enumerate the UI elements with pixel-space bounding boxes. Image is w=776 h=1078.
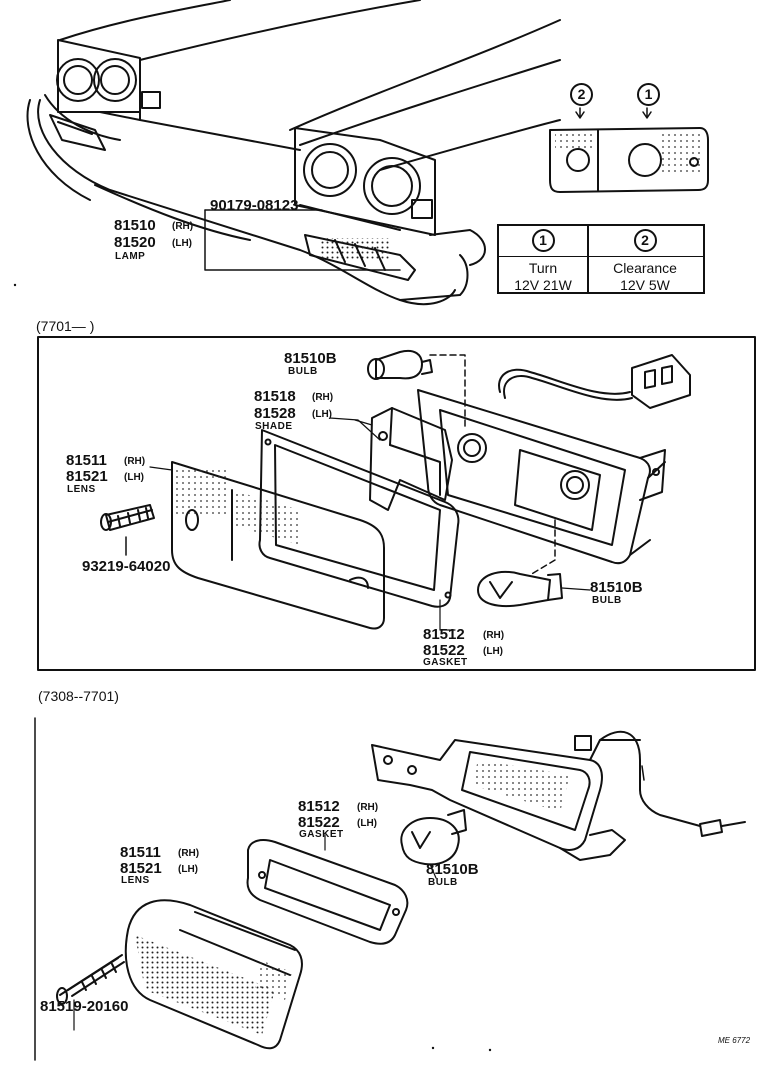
lamp-rh-part-number: 81510 (114, 217, 156, 234)
car-front-illustration (26, 0, 561, 306)
top-bulb-name: BULB (288, 366, 318, 377)
bulb-spec-table: 1 Turn 12V 21W 2 Clearance 12V 5W (497, 224, 705, 294)
bulb-table-spec-turn: 12V 21W (514, 277, 572, 293)
gasket2-lh-suffix: (LH) (357, 818, 377, 829)
lamp-assembly-7308-illustration (56, 730, 746, 1050)
shade-lh-suffix: (LH) (312, 409, 332, 420)
gasket-rh-part-number: 81512 (423, 626, 465, 643)
bulb-table-divider (499, 256, 703, 257)
right-bulb-name: BULB (592, 595, 622, 606)
lens-lh-part-number: 81521 (66, 468, 108, 485)
gasket-name: GASKET (423, 657, 468, 668)
gasket-lh-suffix: (LH) (483, 646, 503, 657)
section-7701-range: (7701— ) (36, 318, 95, 334)
lamp-lh-part-number: 81520 (114, 234, 156, 251)
gasket2-lh-part-number: 81522 (298, 814, 340, 831)
lens2-rh-suffix: (RH) (178, 848, 200, 859)
lens-lh-suffix: (LH) (124, 472, 144, 483)
bulb-table-num-2: 2 (633, 229, 657, 252)
top-bulb-part-number: 81510B (284, 350, 337, 367)
lamp-name: LAMP (115, 251, 146, 262)
right-bulb-part-number: 81510B (590, 579, 643, 596)
screw-part-number: 90179-08123 (210, 197, 299, 214)
bulb-table-type-clearance: Clearance (613, 260, 677, 276)
bulb2-name: BULB (428, 877, 458, 888)
shade-rh-suffix: (RH) (312, 392, 334, 403)
shade-lh-part-number: 81528 (254, 405, 296, 422)
gasket-rh-suffix: (RH) (483, 630, 505, 641)
gasket-lh-part-number: 81522 (423, 642, 465, 659)
lens2-rh-part-number: 81511 (120, 844, 161, 861)
gasket2-rh-suffix: (RH) (357, 802, 379, 813)
screw-93219-part-number: 93219-64020 (82, 558, 171, 575)
screw-81519-part-number: 81519-20160 (40, 998, 129, 1015)
gasket2-rh-part-number: 81512 (298, 798, 340, 815)
callout-1-marker: 1 (637, 83, 660, 106)
lamp-rh-suffix: (RH) (172, 221, 194, 232)
bulb-table-type-turn: Turn (528, 260, 558, 276)
shade-rh-part-number: 81518 (254, 388, 296, 405)
lens2-lh-part-number: 81521 (120, 860, 162, 877)
shade-name: SHADE (255, 421, 293, 432)
lens-rh-part-number: 81511 (66, 452, 107, 469)
callout-2-marker: 2 (570, 83, 593, 106)
lamp-assembly-7701-illustration (100, 349, 691, 631)
section-7701-frame (37, 336, 756, 671)
lens-bulb-position-illustration (549, 107, 709, 193)
lens-rh-suffix: (RH) (124, 456, 146, 467)
bulb-table-col-clearance: 2 Clearance 12V 5W (587, 226, 703, 293)
lens2-name: LENS (121, 875, 150, 886)
bulb-table-spec-clearance: 12V 5W (620, 277, 670, 293)
lamp-lh-suffix: (LH) (172, 238, 192, 249)
lens-name: LENS (67, 484, 96, 495)
lens2-lh-suffix: (LH) (178, 864, 198, 875)
bulb2-part-number: 81510B (426, 861, 479, 878)
reference-code: ME 6772 (718, 1036, 751, 1045)
gasket2-name: GASKET (299, 829, 344, 840)
bulb-table-col-turn: 1 Turn 12V 21W (499, 226, 589, 293)
bulb-table-num-1: 1 (531, 229, 555, 252)
section-7308-range: (7308--7701) (38, 688, 119, 704)
